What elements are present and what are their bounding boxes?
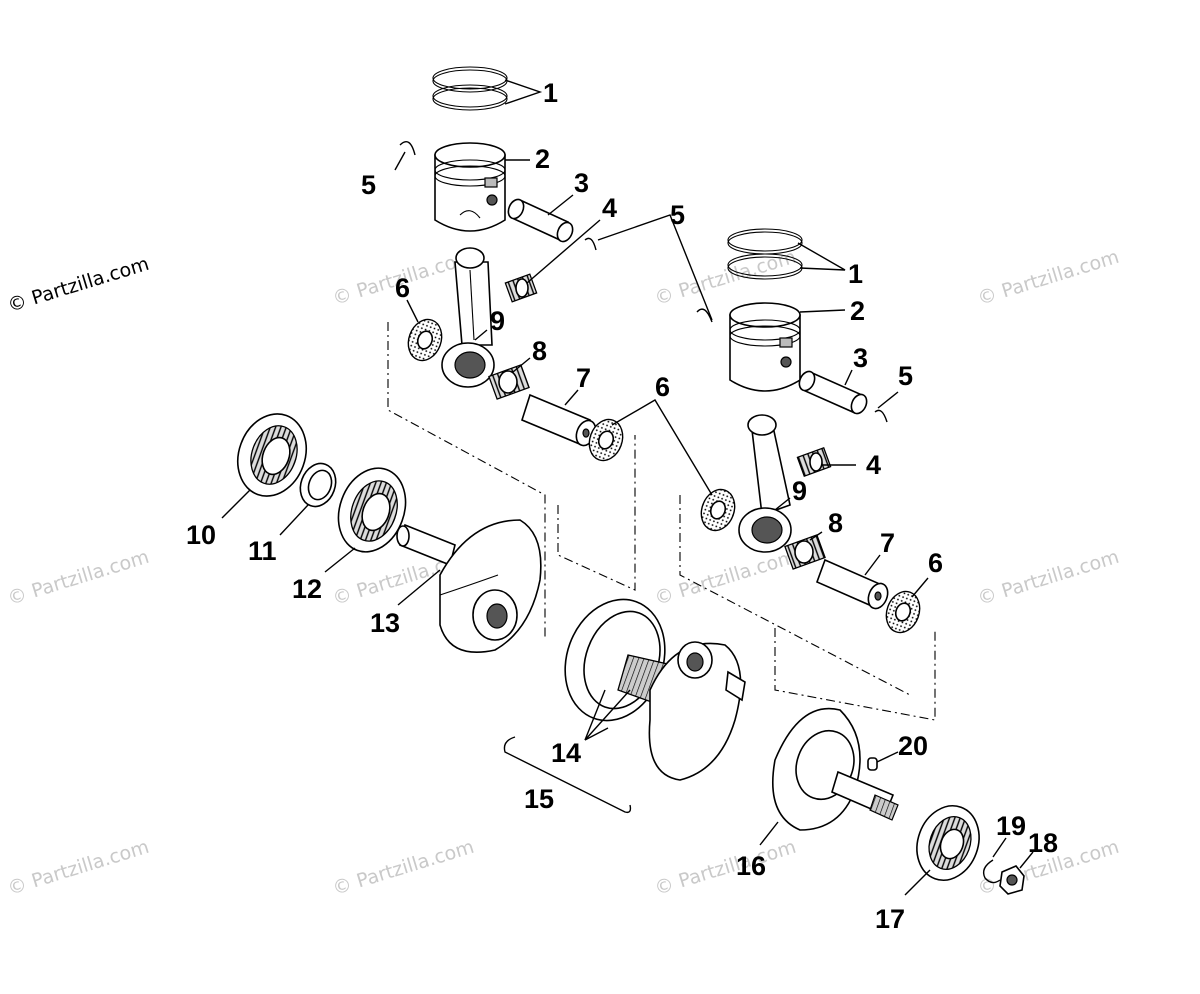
circlip-right-inner (874, 409, 888, 423)
piston-pin-left (507, 198, 574, 243)
callout-18: 18 (1028, 828, 1058, 858)
callout-9-right: 9 (792, 476, 807, 506)
watermark-main: © Partzilla.com (5, 253, 152, 317)
callout-14: 14 (551, 738, 581, 768)
callout-6-left-upper: 6 (395, 273, 410, 303)
connecting-rod-left (441, 247, 495, 388)
callout-11: 11 (248, 536, 277, 566)
watermark: © Partzilla.com (330, 836, 477, 900)
callout-4-right: 4 (866, 450, 881, 480)
callout-4-left: 4 (602, 193, 617, 223)
crankshaft-right-half (772, 707, 899, 831)
watermark: © Partzilla.com (652, 546, 799, 610)
callout-9-left: 9 (490, 306, 505, 336)
needle-bearing-big-right (784, 534, 826, 570)
crankshaft-left-half (396, 519, 542, 654)
needle-bearing-small-right (796, 446, 832, 478)
callout-16: 16 (736, 851, 766, 881)
circlip-left-outer (399, 141, 416, 156)
watermark: © Partzilla.com (5, 546, 152, 610)
watermark: © Partzilla.com (975, 246, 1122, 310)
callout-17: 17 (875, 904, 905, 934)
callout-5-right: 5 (898, 361, 913, 391)
leader-lines (221, 79, 1034, 896)
callout-3-right: 3 (853, 343, 868, 373)
crank-pin-left (521, 393, 597, 447)
callout-12: 12 (292, 574, 322, 604)
watermark: © Partzilla.com (652, 246, 799, 310)
piston-pin-right (798, 370, 868, 415)
callout-5-center: 5 (670, 200, 685, 230)
callout-7-left: 7 (576, 363, 591, 393)
callout-1-right: 1 (848, 259, 863, 289)
watermark: © Partzilla.com (652, 836, 799, 900)
crankshaft-center (564, 598, 746, 781)
watermark: © Partzilla.com (5, 836, 152, 900)
watermarks: © Partzilla.com © Partzilla.com © Partzi… (5, 246, 1122, 900)
callout-5-left: 5 (361, 170, 376, 200)
piston-rings-left (432, 66, 508, 111)
callout-20: 20 (898, 731, 928, 761)
crank-nut (999, 865, 1025, 895)
callout-7-right: 7 (880, 528, 895, 558)
piston-right (729, 302, 801, 392)
callout-2-right: 2 (850, 296, 865, 326)
piston-left (434, 142, 506, 232)
callout-1-left: 1 (543, 78, 558, 108)
callout-15: 15 (524, 784, 554, 814)
connecting-rod-right (738, 414, 792, 553)
thrust-washer-right-lower (885, 590, 921, 634)
callout-19: 19 (996, 811, 1026, 841)
watermark: © Partzilla.com (975, 546, 1122, 610)
main-bearing-right (916, 805, 980, 881)
assembly-lines (387, 322, 936, 721)
callout-6-right: 6 (928, 548, 943, 578)
needle-bearing-big-left (488, 364, 530, 400)
main-bearing-inner (337, 467, 407, 553)
thrust-washer-right-upper (700, 488, 736, 532)
assembly-bracket (503, 736, 632, 814)
callout-2-left: 2 (535, 144, 550, 174)
circlip-left-inner (584, 237, 597, 251)
callout-8-right: 8 (828, 508, 843, 538)
callout-8-left: 8 (532, 336, 547, 366)
circlip-right-outer (696, 308, 713, 323)
crank-pin-right (815, 558, 889, 610)
main-bearing-outer (237, 413, 307, 497)
thrust-washer-left-upper (407, 318, 443, 362)
spacer-ring (299, 462, 337, 508)
callouts: 1 2 3 4 5 5 1 2 3 5 6 9 8 7 6 4 9 8 7 6 … (186, 78, 1058, 934)
callout-3-left: 3 (574, 168, 589, 198)
callout-13: 13 (370, 608, 400, 638)
callout-10: 10 (186, 520, 216, 550)
thrust-washer-left-lower (588, 418, 624, 462)
circlip-crank (982, 859, 1001, 884)
callout-6-center: 6 (655, 372, 670, 402)
